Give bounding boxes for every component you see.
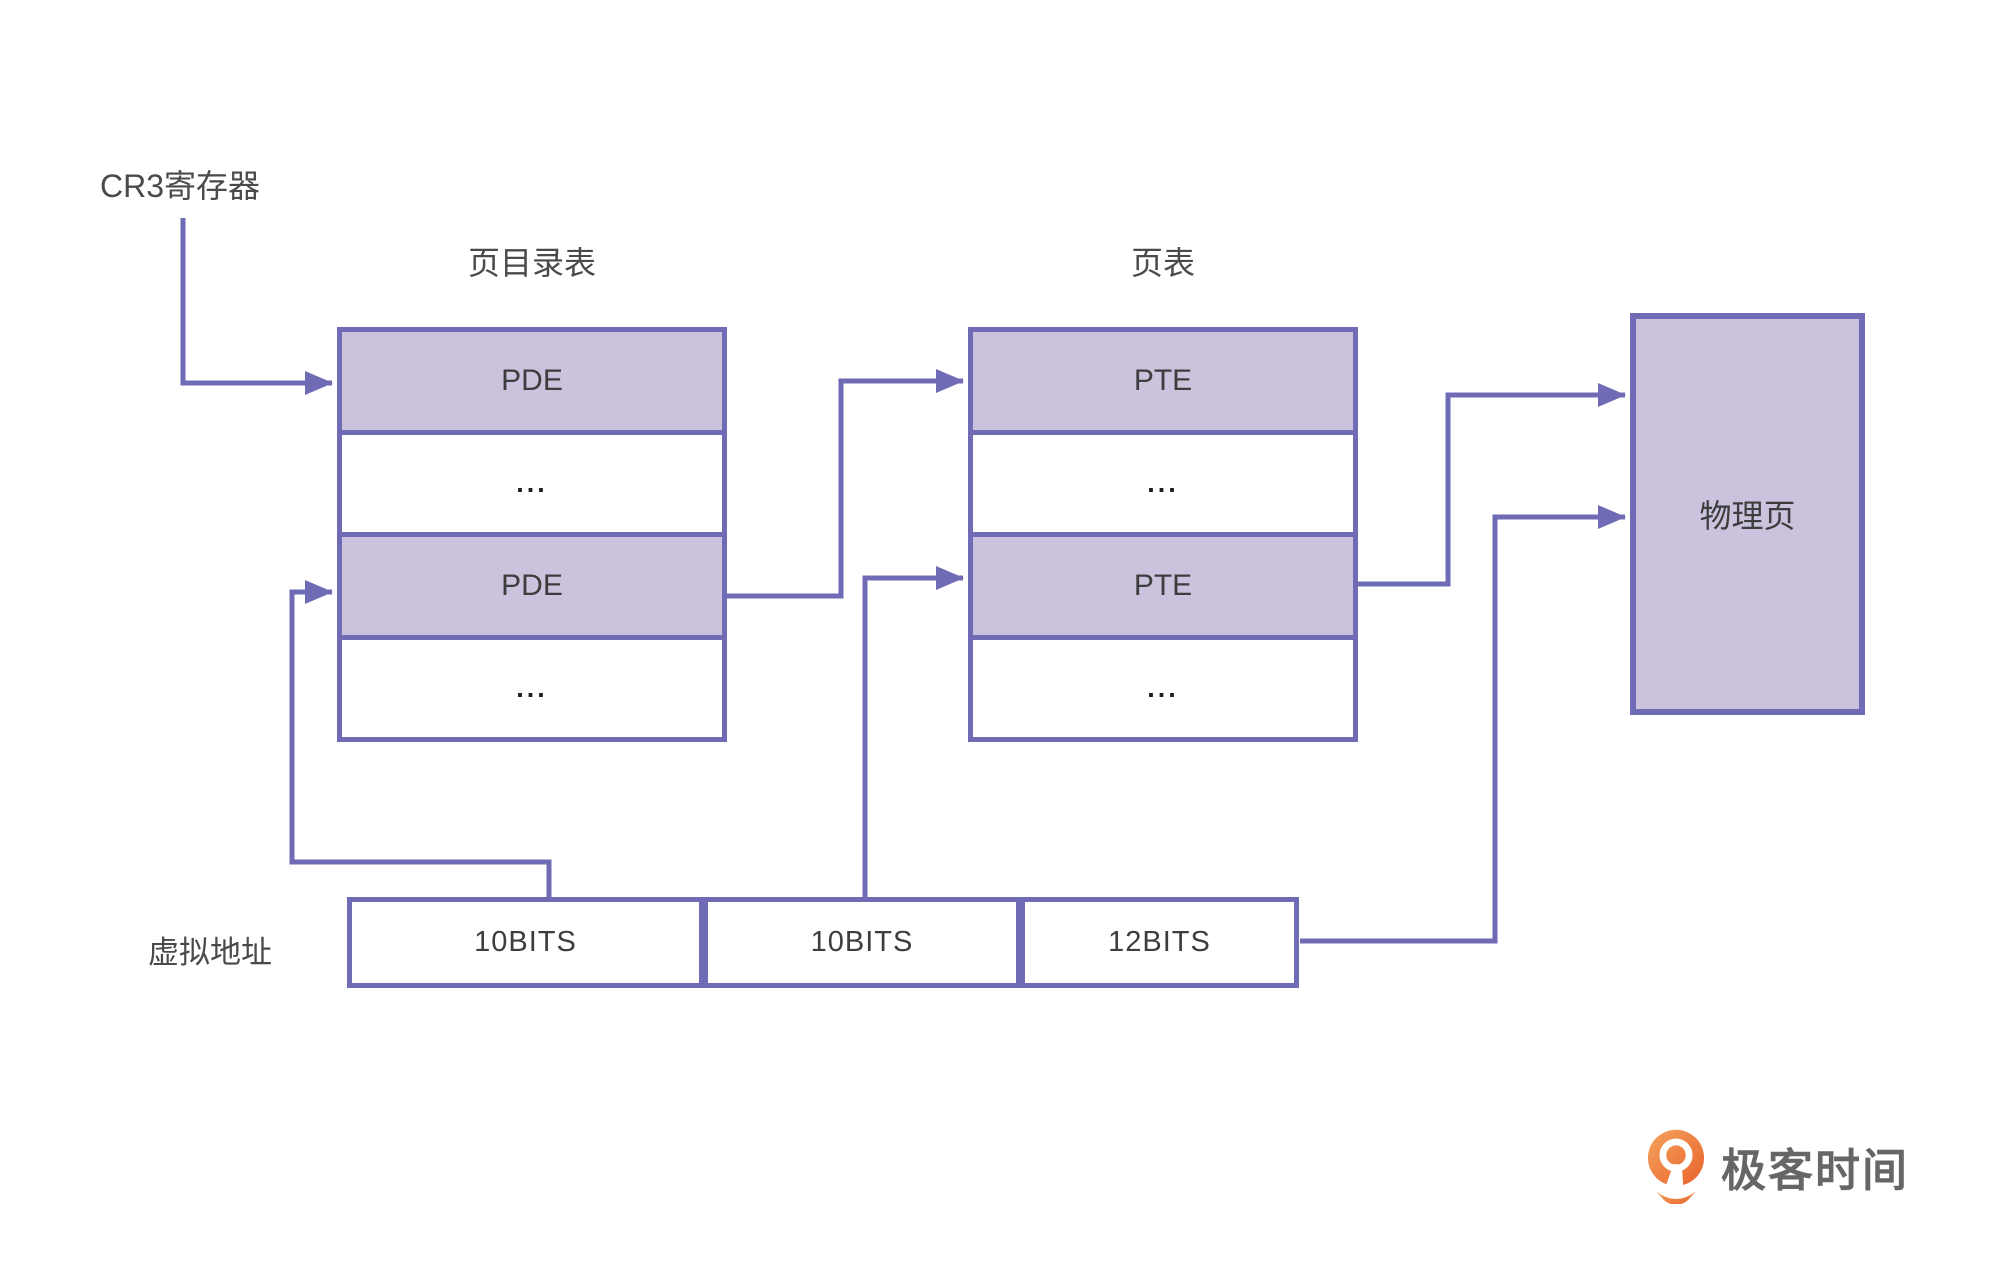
pde-row-1: PDE bbox=[342, 332, 722, 435]
page-directory-table: PDE ... PDE ... bbox=[337, 327, 727, 742]
pde-row-2: PDE bbox=[342, 537, 722, 640]
pte-row-1: PTE bbox=[973, 332, 1353, 435]
virtual-address-bar: 10BITS 10BITS 12BITS bbox=[347, 897, 1299, 988]
va-segment-12bits: 12BITS bbox=[1020, 897, 1299, 988]
geektime-logo-text: 极客时间 bbox=[1721, 1144, 1910, 1196]
physical-page-box: 物理页 bbox=[1630, 313, 1865, 715]
page-table: PTE ... PTE ... bbox=[968, 327, 1358, 742]
geektime-logo-icon bbox=[1647, 1129, 1705, 1204]
va-segment-10bits-1: 10BITS bbox=[347, 897, 704, 988]
virtual-address-label: 虚拟地址 bbox=[148, 935, 272, 970]
pte-row-2: PTE bbox=[973, 537, 1353, 640]
arrow-cr3-to-pde1 bbox=[180, 218, 333, 395]
geektime-logo: 极客时间 bbox=[1645, 1128, 1909, 1204]
arrow-vaseg2-to-pte2 bbox=[862, 566, 964, 897]
page-table-title: 页表 bbox=[1130, 245, 1195, 281]
arrow-pte2-to-physical bbox=[1358, 383, 1626, 587]
pte-row-ellipsis-1: ... bbox=[973, 434, 1353, 537]
pde-row-ellipsis-2: ... bbox=[342, 639, 722, 737]
cr3-register-label: CR3寄存器 bbox=[100, 168, 261, 204]
pte-row-ellipsis-2: ... bbox=[973, 639, 1353, 737]
physical-page-label: 物理页 bbox=[1699, 498, 1796, 534]
arrow-pde2-to-pte1 bbox=[727, 369, 964, 599]
pde-row-ellipsis-1: ... bbox=[342, 434, 722, 537]
page-directory-title: 页目录表 bbox=[467, 245, 596, 281]
va-segment-10bits-2: 10BITS bbox=[703, 897, 1021, 988]
